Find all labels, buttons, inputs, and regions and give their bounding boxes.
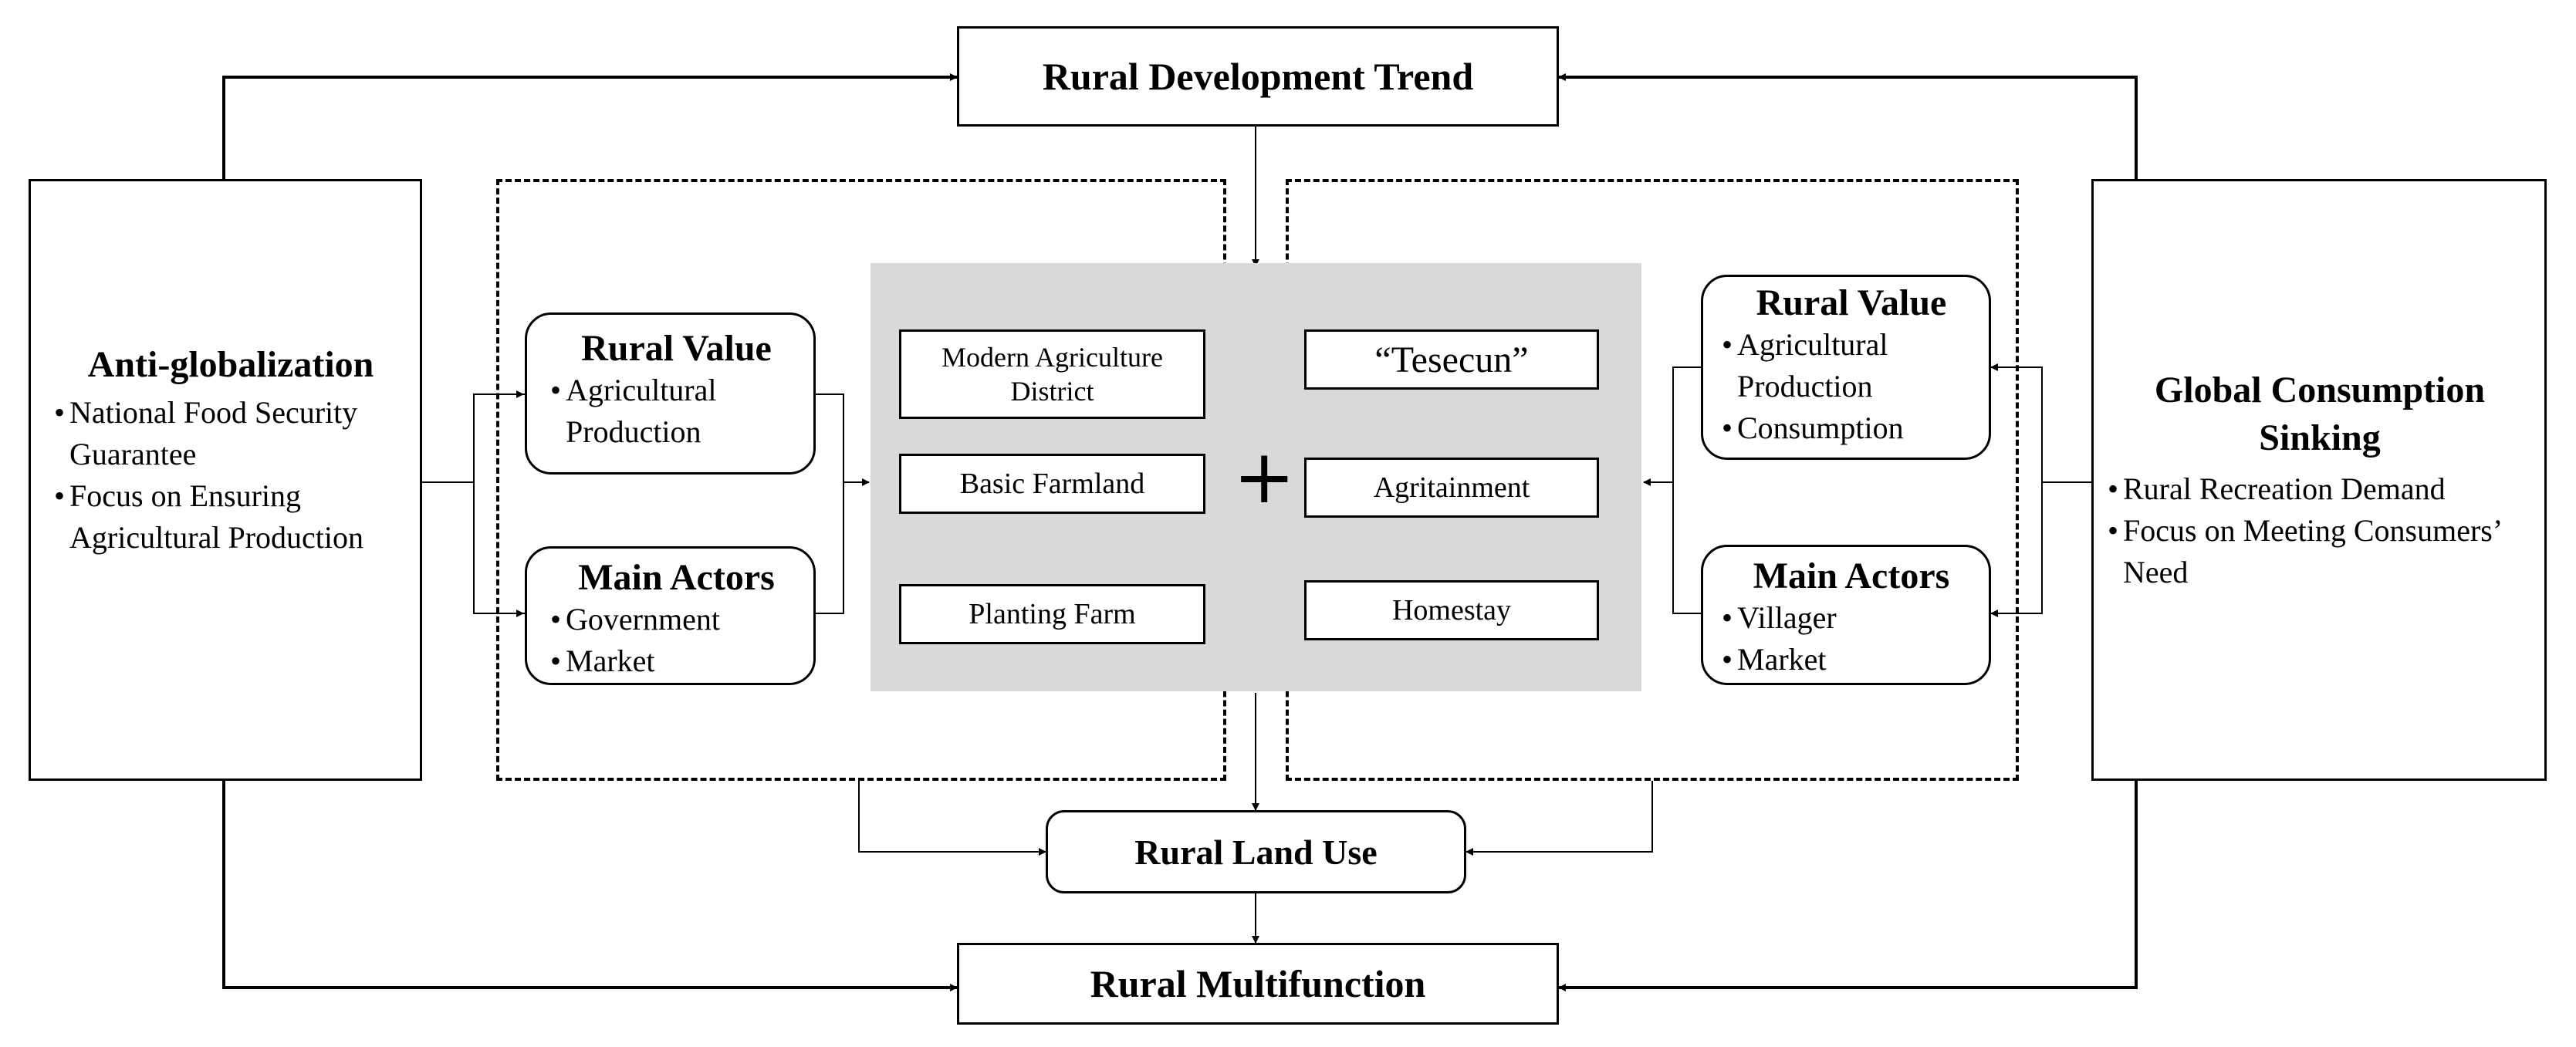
right-rural-value-bullets: Agricultural Production Consumption <box>1722 324 1981 449</box>
arrow-left-region-to-landuse <box>858 781 1046 856</box>
rural-development-trend-box: Rural Development Trend <box>957 26 1559 127</box>
land-use-tesecun: “Tesecun” <box>1304 329 1599 390</box>
rural-multifunction-box: Rural Multifunction <box>957 943 1559 1025</box>
left-rural-value-bullets: Agricultural Production <box>550 370 803 453</box>
right-rural-value-bullet-2: Consumption <box>1722 407 1981 449</box>
anti-globalization-bullet-1: National Food Security Guarantee <box>54 392 407 475</box>
left-rural-value-box: Rural Value Agricultural Production <box>525 312 816 475</box>
rural-land-use-label: Rural Land Use <box>1134 832 1378 872</box>
land-use-planting-farm: Planting Farm <box>899 584 1205 644</box>
arrow-right-to-top <box>1558 73 2138 179</box>
right-rural-value-box: Rural Value Agricultural Production Cons… <box>1701 275 1991 460</box>
arrow-right-region-to-landuse <box>1465 781 1653 856</box>
global-consumption-sinking-title: Global Consumption Sinking <box>2154 370 2486 458</box>
land-use-basic-farmland: Basic Farmland <box>899 454 1205 514</box>
arrow-left-to-bottom <box>222 781 958 991</box>
global-consumption-sinking-bullet-1: Rural Recreation Demand <box>2108 468 2532 510</box>
left-main-actors-box: Main Actors Government Market <box>525 546 816 685</box>
rural-multifunction-label: Rural Multifunction <box>1090 962 1426 1005</box>
right-main-actors-box: Main Actors Villager Market <box>1701 545 1991 685</box>
right-main-actors-bullet-2: Market <box>1722 639 1981 681</box>
left-rural-value-bullet-1: Agricultural Production <box>550 370 803 453</box>
left-main-actors-title: Main Actors <box>578 557 775 598</box>
right-rural-value-title: Rural Value <box>1756 282 1947 323</box>
land-use-modern-agriculture-district: Modern Agriculture District <box>899 329 1205 419</box>
plus-sign: + <box>1233 434 1296 520</box>
anti-globalization-bullets: National Food Security Guarantee Focus o… <box>54 392 407 559</box>
right-rural-value-bullet-1: Agricultural Production <box>1722 324 1981 407</box>
anti-globalization-bullet-2: Focus on Ensuring Agricultural Productio… <box>54 475 407 559</box>
land-use-agritainment: Agritainment <box>1304 458 1599 518</box>
global-consumption-sinking-bullet-2: Focus on Meeting Consumers’ Need <box>2108 510 2532 593</box>
rural-land-use-box: Rural Land Use <box>1046 810 1466 893</box>
left-rural-value-title: Rural Value <box>581 328 772 369</box>
global-consumption-sinking-box: Global Consumption Sinking Rural Recreat… <box>2091 179 2547 781</box>
right-main-actors-title: Main Actors <box>1753 556 1950 596</box>
rural-development-trend-label: Rural Development Trend <box>1042 55 1474 98</box>
land-use-homestay: Homestay <box>1304 580 1599 640</box>
right-main-actors-bullets: Villager Market <box>1722 597 1981 681</box>
arrow-left-to-top <box>222 73 958 179</box>
left-main-actors-bullets: Government Market <box>550 599 803 682</box>
anti-globalization-box: Anti-globalization National Food Securit… <box>29 179 422 781</box>
anti-globalization-title: Anti-globalization <box>87 344 374 385</box>
global-consumption-sinking-bullets: Rural Recreation Demand Focus on Meeting… <box>2108 468 2532 593</box>
right-main-actors-bullet-1: Villager <box>1722 597 1981 639</box>
left-main-actors-bullet-2: Market <box>550 640 803 682</box>
left-main-actors-bullet-1: Government <box>550 599 803 640</box>
arrow-right-to-bottom <box>1558 781 2138 991</box>
